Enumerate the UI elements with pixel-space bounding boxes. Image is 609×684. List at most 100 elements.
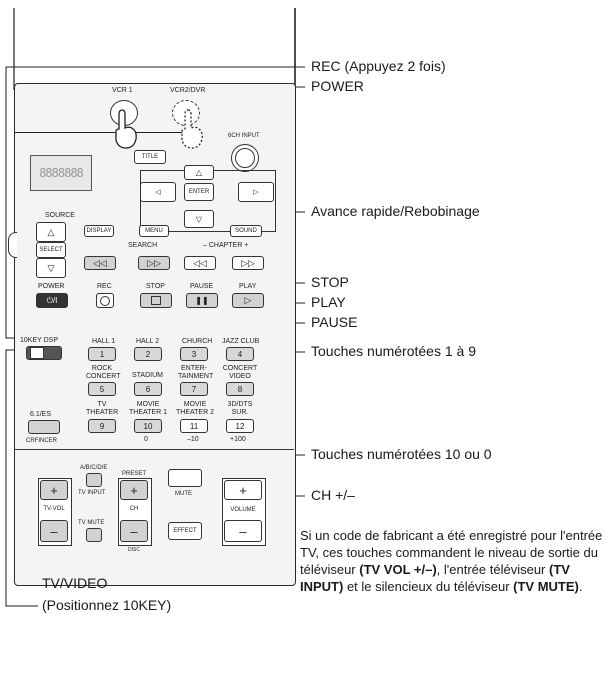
tv-theater-label: TV THEATER [86,401,119,416]
play-label: PLAY [239,283,257,290]
note-tv-mute: (TV MUTE) [513,579,579,594]
tenkey-dsp-switch[interactable] [26,346,62,360]
number-11-button[interactable]: 11 [180,419,208,433]
vcr1-label: VCR 1 [112,87,133,94]
es-label: 6.1/ES [30,411,52,418]
pause-label: PAUSE [190,283,214,290]
number-1-button[interactable]: 1 [88,347,116,361]
enter-button[interactable]: ENTER [184,183,214,201]
number-3-button[interactable]: 3 [180,347,208,361]
pointing-hand-dashed-icon [181,109,203,149]
number-6-button[interactable]: 6 [134,382,162,396]
mute-button[interactable] [168,469,202,487]
number-10-button[interactable]: 10 [134,419,162,433]
source-down-button[interactable]: ▽ [36,258,66,278]
source-label: SOURCE [45,212,75,219]
search-forward-button[interactable]: ▷▷ [138,256,170,270]
ch-down-button[interactable]: – [120,520,148,542]
note-text-4: . [578,579,583,594]
search-label: SEARCH [128,242,158,249]
movie-theater-2-label: MOVIE THEATER 2 [176,401,214,416]
sur-label: 3D/DTS SUR. [227,401,253,416]
callout-tenkey: (Positionnez 10KEY) [42,597,172,613]
preset-label: PRESET [122,471,147,477]
callout-number-keys-1-9: Touches numérotées 1 à 9 [311,343,476,359]
note-text-3: et le silencieux du téléviseur [343,579,514,594]
callout-ch: CH +/– [311,487,355,503]
number-7-button[interactable]: 7 [180,382,208,396]
tv-vol-up-button[interactable]: + [40,480,68,500]
crfincer-label: CRFINCER [26,438,57,444]
source-up-button[interactable]: △ [36,222,66,242]
chapter-next-button[interactable]: ▷▷ [232,256,264,270]
power-label: POWER [38,283,65,290]
menu-button[interactable]: MENU [139,225,169,237]
cursor-right-button[interactable]: ▷ [238,182,274,202]
callout-number-keys-10-0: Touches numérotées 10 ou 0 [311,446,492,462]
pointing-hand-icon [115,109,137,149]
power-button[interactable]: ⏻/I [36,293,68,308]
tv-control-note: Si un code de fabricant a été enregistré… [300,527,605,595]
callout-power: POWER [311,78,364,94]
note-tv-input: (TV INPUT) [300,562,570,594]
number-5-button[interactable]: 5 [88,382,116,396]
number-8-button[interactable]: 8 [226,382,254,396]
rec-button[interactable] [96,293,114,308]
sixch-input-button[interactable] [231,144,259,172]
hall1-label: HALL 1 [92,338,116,345]
chapter-label: – CHAPTER + [203,242,249,249]
stadium-label: STADIUM [132,372,163,379]
minus10-label: –10 [187,436,199,443]
lcd-display: 8888888 [30,155,92,191]
tenkey-dsp-label: 10KEY DSP [20,337,59,344]
number-9-button[interactable]: 9 [88,419,116,433]
remote-divider [14,132,186,133]
sound-button[interactable]: SOUND [230,225,262,237]
es-button[interactable] [28,420,60,434]
concert-video-label: CONCERT VIDEO [222,365,258,380]
zero-label: 0 [144,436,148,443]
select-button[interactable]: SELECT [36,242,66,258]
number-4-button[interactable]: 4 [226,347,254,361]
tv-input-label: TV INPUT [78,490,106,496]
callout-pause: PAUSE [311,314,358,330]
callout-rec: REC (Appuyez 2 fois) [311,58,446,74]
volume-down-button[interactable]: – [224,520,262,542]
jazz-club-label: JAZZ CLUB [222,338,260,345]
movie-theater-1-label: MOVIE THEATER 1 [129,401,167,416]
callout-play: PLAY [311,294,346,310]
play-button[interactable]: ▷ [232,293,264,308]
effect-button[interactable]: EFFECT [168,522,202,540]
disc-label: DISC [128,547,140,553]
display-button[interactable]: DISPLAY [84,225,114,237]
callout-fast-forward: Avance rapide/Rebobinage [311,203,480,219]
number-12-button[interactable]: 12 [226,419,254,433]
chapter-prev-button[interactable]: ◁◁ [184,256,216,270]
search-rewind-button[interactable]: ◁◁ [84,256,116,270]
pause-button[interactable]: ❚❚ [186,293,218,308]
volume-up-button[interactable]: + [224,480,262,500]
tv-vol-label: TV-VOL [43,506,65,512]
vcr2dvr-label: VCR2/DVR [170,87,206,94]
ch-label: CH [129,506,139,512]
hall2-label: HALL 2 [136,338,160,345]
stop-button[interactable] [140,293,172,308]
rock-concert-label: ROCK CONCERT [86,365,121,380]
cursor-up-button[interactable]: △ [184,165,214,180]
tv-vol-down-button[interactable]: – [40,520,68,542]
abcde-label: A/B/C/D/E [80,465,108,471]
lower-divider [14,449,294,450]
cursor-down-button[interactable]: ▽ [184,210,214,228]
callout-stop: STOP [311,274,349,290]
church-label: CHURCH [182,338,213,345]
title-button[interactable]: TITLE [134,150,166,164]
sixch-input-label: 6CH INPUT [228,133,260,139]
plus100-label: +100 [230,436,246,443]
tv-mute-button[interactable] [86,528,102,542]
stop-label: STOP [146,283,165,290]
number-2-button[interactable]: 2 [134,347,162,361]
note-text-2: , l'entrée téléviseur [436,562,549,577]
cursor-left-button[interactable]: ◁ [140,182,176,202]
ch-up-button[interactable]: + [120,480,148,500]
abcde-button[interactable] [86,473,102,487]
